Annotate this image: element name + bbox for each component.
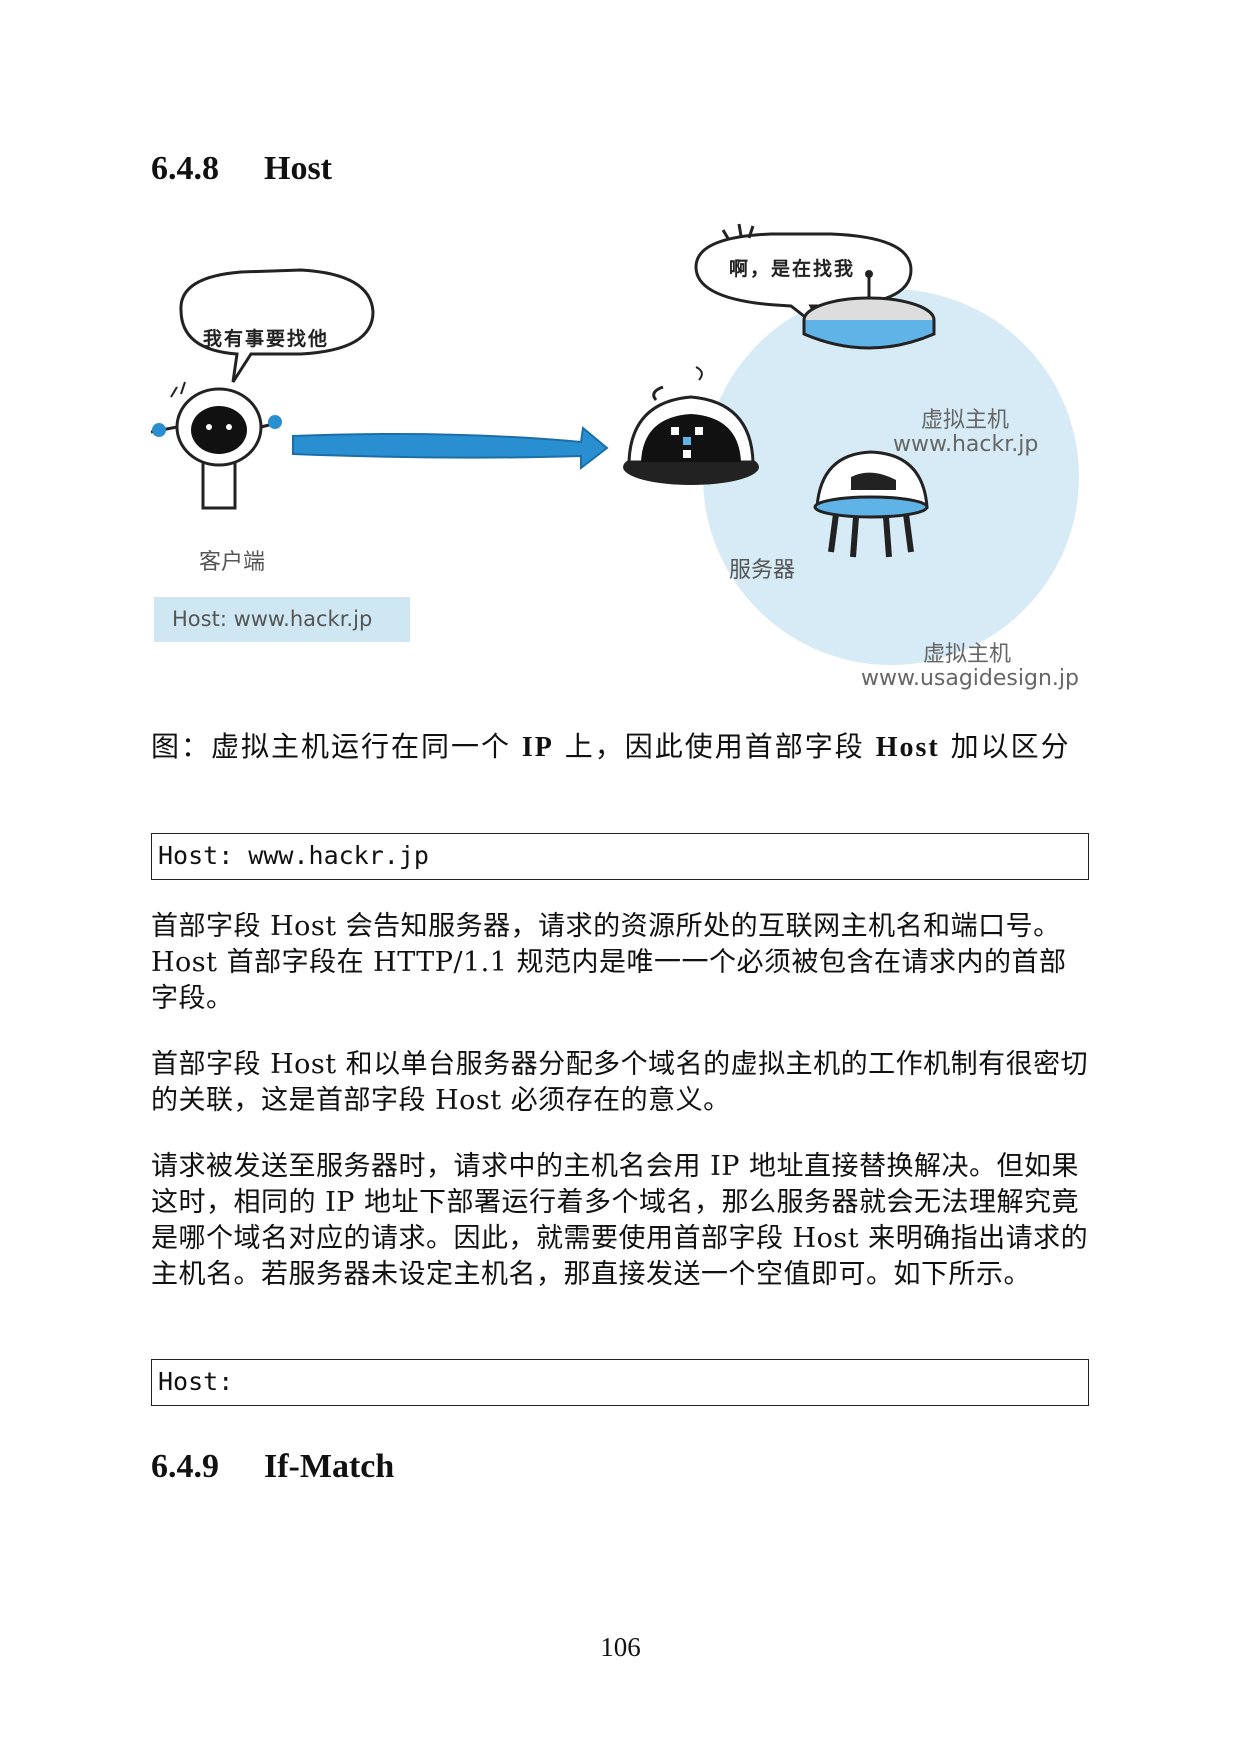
paragraph: 首部字段 Host 和以单台服务器分配多个域名的虚拟主机的工作机制有很密切的关联… [151, 1049, 1089, 1116]
page-number: 106 [600, 1632, 641, 1662]
section-number: 6.4.9 [151, 1448, 219, 1485]
caption-bold-host: Host [875, 732, 940, 763]
section-heading-host: 6.4.8 Host [151, 150, 332, 188]
section-title: If-Match [264, 1448, 395, 1485]
paragraph: 请求被发送至服务器时，请求中的主机名会用 IP 地址直接替换解决。但如果这时，相… [151, 1151, 1089, 1290]
caption-text: 图：虚拟主机运行在同一个 [151, 730, 522, 763]
paragraph: 首部字段 Host 会告知服务器，请求的资源所处的互联网主机名和端口号。Host… [151, 911, 1067, 1014]
server-bubble-text: 啊，是在找我 [729, 258, 856, 280]
request-arrow [292, 426, 609, 471]
virtual-host-2-icon [813, 450, 929, 558]
server-label: 服务器 [729, 558, 796, 583]
client-robot-icon [151, 381, 282, 510]
virtual-host-figure: 我有事要找他 啊，是在找我 客户端 Host: www.hackr.jp 服务器… [151, 222, 1091, 712]
section-heading-if-match: 6.4.9 If-Match [151, 1448, 394, 1486]
figure-illustration [151, 223, 1079, 665]
server-robot-icon [623, 366, 759, 485]
section-title: Host [264, 150, 332, 187]
caption-text: 加以区分 [939, 730, 1071, 763]
client-speech-bubble [179, 268, 375, 383]
vhost2-label: 虚拟主机 [923, 642, 1012, 667]
vhost1-domain: www.hackr.jp [893, 432, 1039, 457]
client-label: 客户端 [199, 550, 266, 575]
figure-caption: 图：虚拟主机运行在同一个 IP 上，因此使用首部字段 Host 加以区分 [151, 728, 1081, 766]
code-block-host-example: Host: www.hackr.jp [151, 833, 1089, 880]
caption-bold-ip: IP [521, 732, 554, 763]
vhost2-domain: www.usagidesign.jp [861, 666, 1079, 691]
vhost1-label: 虚拟主机 [921, 408, 1010, 433]
server-speech-bubble [694, 223, 913, 336]
section-number: 6.4.8 [151, 150, 219, 187]
client-host-header-box: Host: www.hackr.jp [154, 597, 410, 642]
client-bubble-text: 我有事要找他 [203, 328, 330, 350]
code-block-host-empty: Host: [151, 1359, 1089, 1406]
virtual-host-1-icon [802, 270, 936, 350]
caption-text: 上，因此使用首部字段 [553, 730, 876, 763]
